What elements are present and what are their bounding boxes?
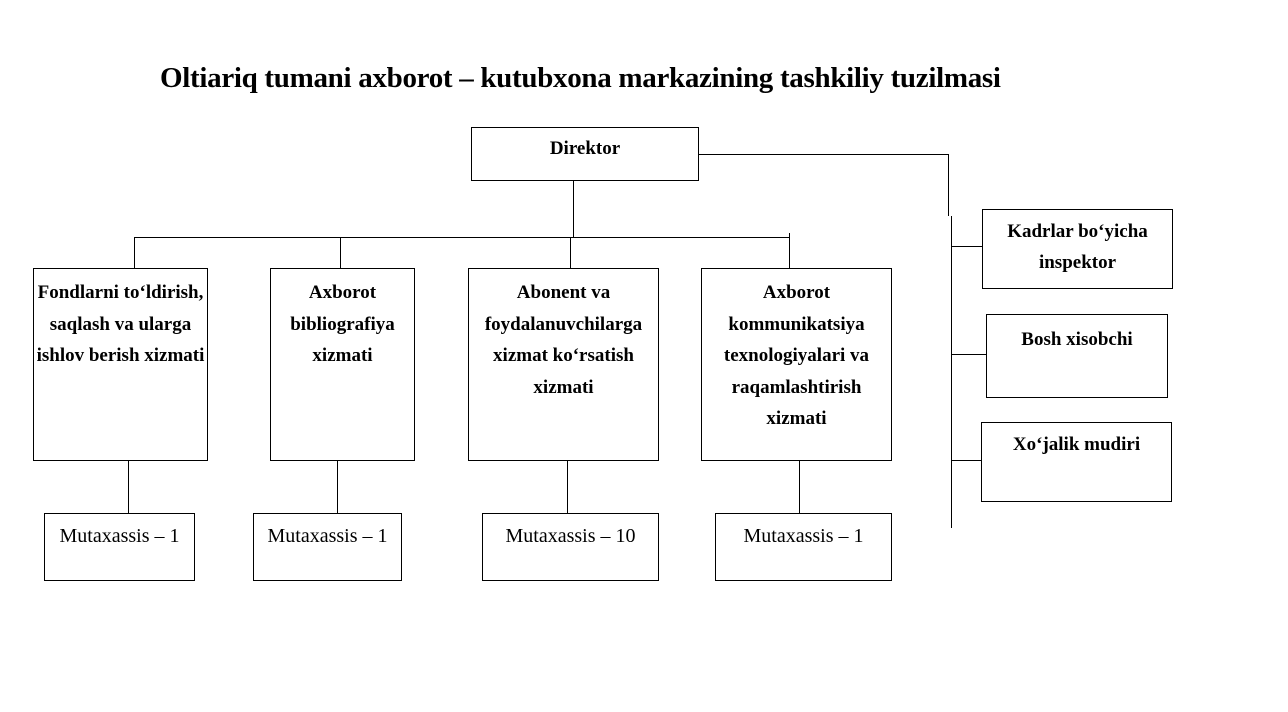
connector-services-bus bbox=[134, 237, 790, 238]
connector-service-3 bbox=[570, 237, 571, 268]
connector-specialist-2 bbox=[337, 461, 338, 513]
connector-director-right bbox=[699, 154, 949, 155]
staff-label-hr-inspector: Kadrlar bo‘yicha inspektor bbox=[1007, 221, 1148, 273]
connector-specialist-3 bbox=[567, 461, 568, 513]
connector-staff-1 bbox=[951, 246, 983, 247]
connector-director-down bbox=[573, 181, 574, 238]
staff-box-chief-accountant: Bosh xisobchi bbox=[986, 314, 1168, 398]
service-label-bibliography: Axborot bibliografiya xizmati bbox=[290, 282, 395, 366]
service-box-funds: Fondlarni to‘ldirish, saqlash va ularga … bbox=[33, 268, 208, 461]
connector-service-4 bbox=[789, 233, 790, 268]
connector-staff-3 bbox=[951, 460, 982, 461]
staff-label-household-manager: Xo‘jalik mudiri bbox=[1012, 434, 1141, 455]
staff-label-chief-accountant: Bosh xisobchi bbox=[1021, 329, 1133, 350]
specialist-label-bibliography: Mutaxassis – 1 bbox=[267, 525, 388, 547]
connector-staff-spine-lower bbox=[951, 216, 952, 528]
service-label-funds: Fondlarni to‘ldirish, saqlash va ularga … bbox=[36, 282, 205, 366]
specialist-label-subscribers: Mutaxassis – 10 bbox=[505, 525, 636, 547]
service-box-ict: Axborot kommunikatsiya texnologiyalari v… bbox=[701, 268, 892, 461]
connector-service-2 bbox=[340, 237, 341, 268]
service-box-bibliography: Axborot bibliografiya xizmati bbox=[270, 268, 415, 461]
service-label-subscribers: Abonent va foydalanuvchilarga xizmat ko‘… bbox=[484, 282, 643, 398]
connector-service-1 bbox=[134, 237, 135, 268]
staff-box-household-manager: Xo‘jalik mudiri bbox=[981, 422, 1172, 502]
director-label: Direktor bbox=[549, 138, 621, 159]
specialist-label-funds: Mutaxassis – 1 bbox=[59, 525, 180, 547]
connector-staff-2 bbox=[951, 354, 987, 355]
director-box: Direktor bbox=[471, 127, 699, 181]
service-label-ict: Axborot kommunikatsiya texnologiyalari v… bbox=[723, 282, 870, 429]
service-box-subscribers: Abonent va foydalanuvchilarga xizmat ko‘… bbox=[468, 268, 659, 461]
staff-box-hr-inspector: Kadrlar bo‘yicha inspektor bbox=[982, 209, 1173, 289]
connector-staff-spine-upper bbox=[948, 154, 949, 216]
specialist-box-subscribers: Mutaxassis – 10 bbox=[482, 513, 659, 581]
page-title: Oltiariq tumani axborot – kutubxona mark… bbox=[160, 62, 1001, 94]
specialist-box-bibliography: Mutaxassis – 1 bbox=[253, 513, 402, 581]
connector-specialist-1 bbox=[128, 461, 129, 513]
specialist-box-ict: Mutaxassis – 1 bbox=[715, 513, 892, 581]
specialist-label-ict: Mutaxassis – 1 bbox=[743, 525, 864, 547]
specialist-box-funds: Mutaxassis – 1 bbox=[44, 513, 195, 581]
connector-specialist-4 bbox=[799, 461, 800, 513]
